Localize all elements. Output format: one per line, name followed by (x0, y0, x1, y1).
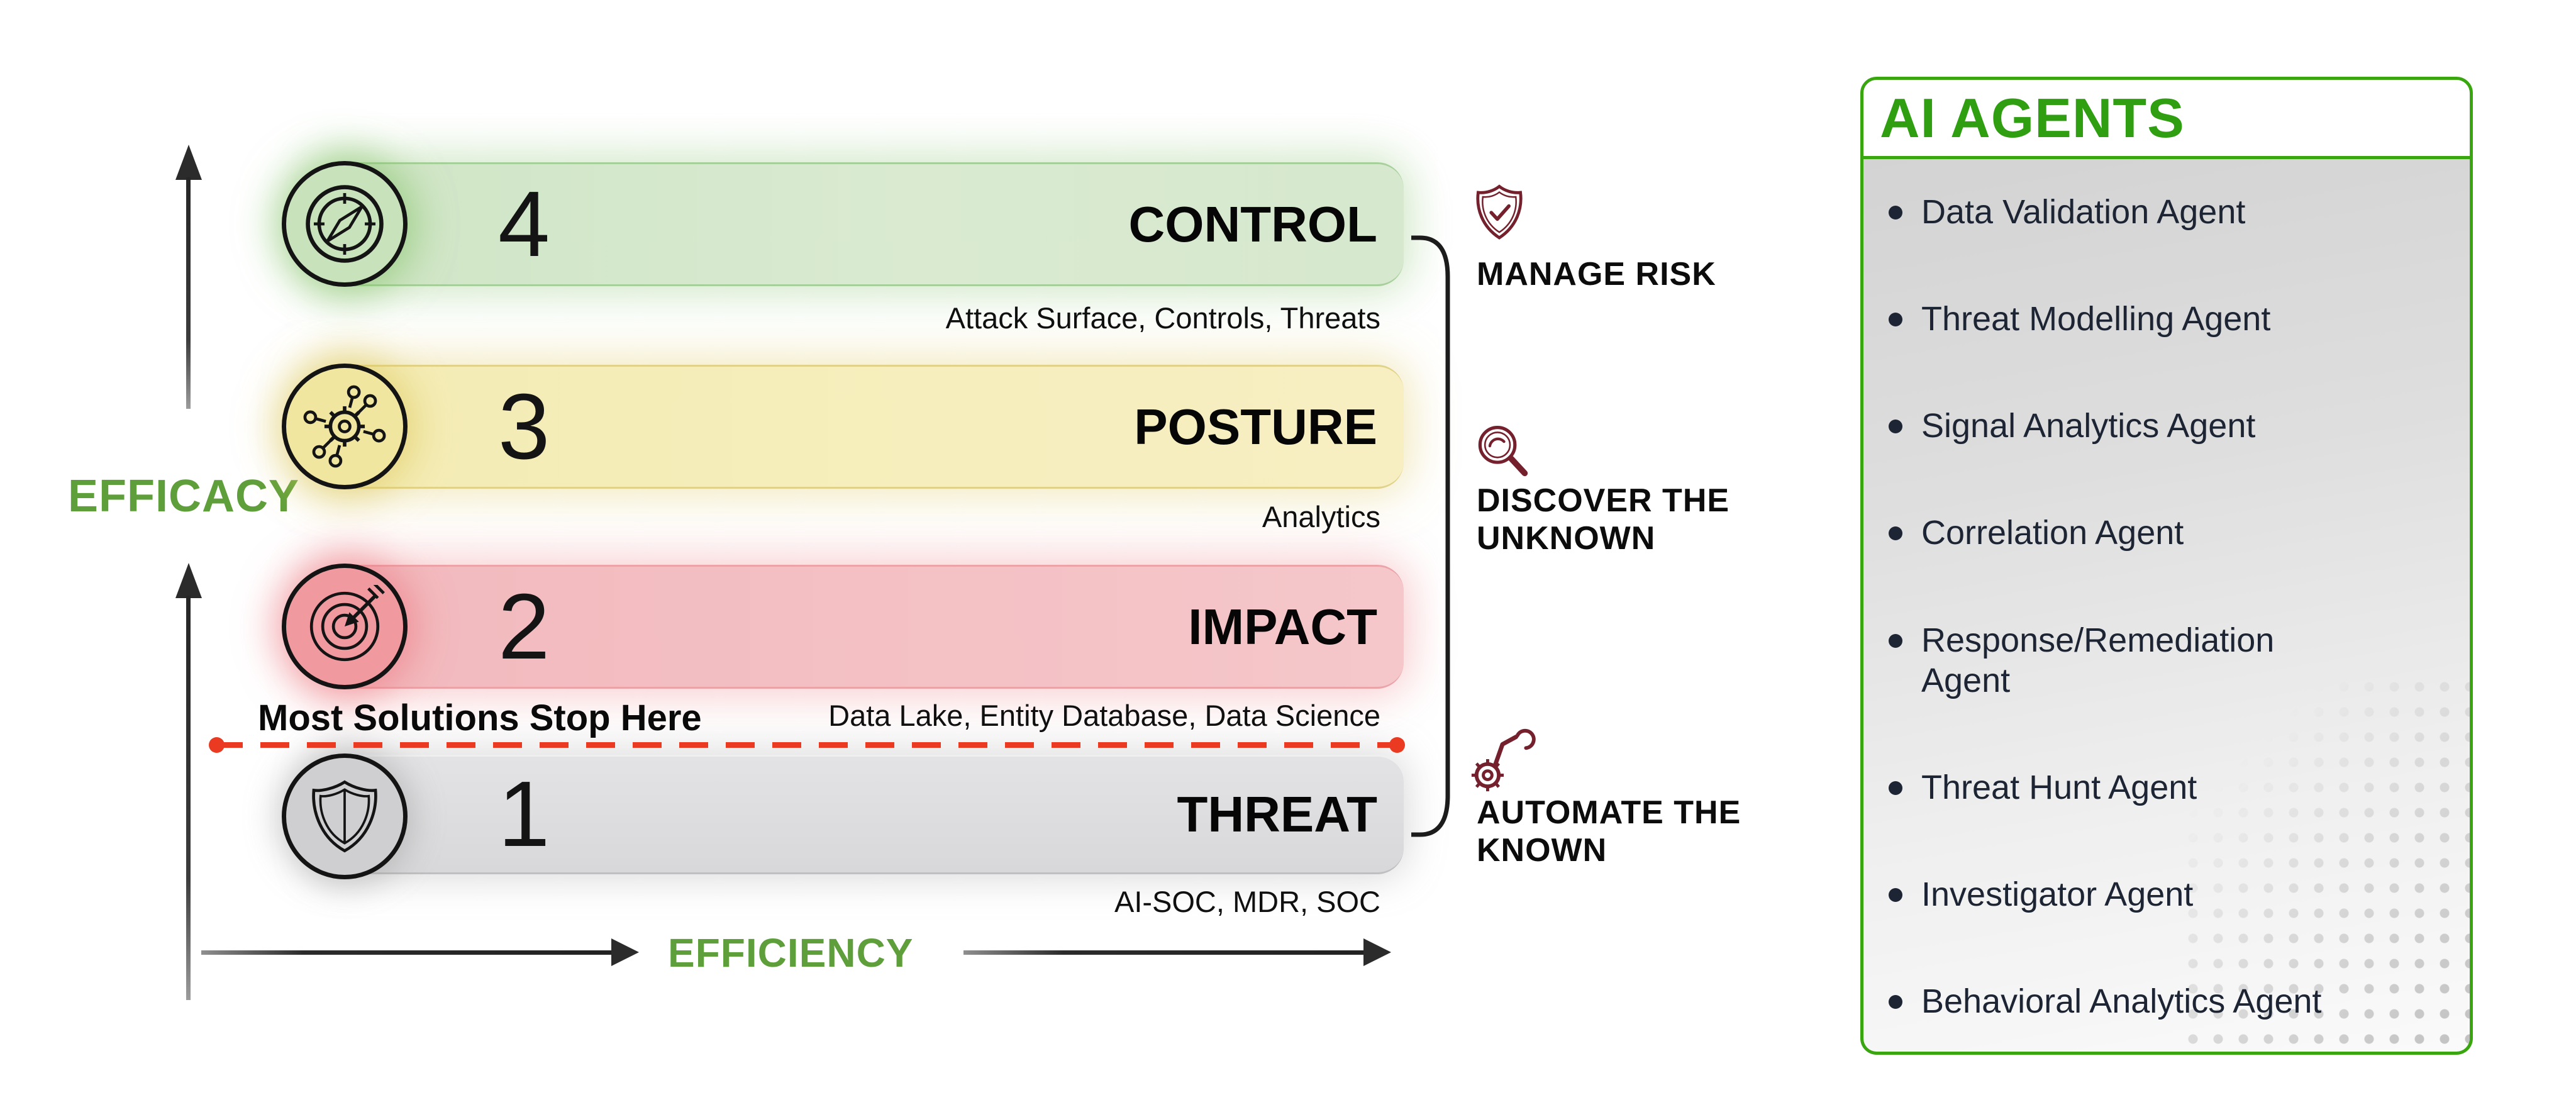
outcome-label-manage-risk: MANAGE RISK (1477, 256, 1716, 292)
bullet-icon (1889, 887, 1902, 902)
bullet-icon (1889, 313, 1902, 327)
agent-name: Investigator Agent (1921, 875, 2194, 913)
right-arrow-shaft (201, 950, 611, 955)
shield-check-icon (1476, 184, 1523, 240)
level-sublabel: AI-SOC, MDR, SOC (1114, 885, 1380, 918)
outcome-label-automate-known: AUTOMATE THE KNOWN (1477, 794, 1741, 869)
agent-name: Correlation Agent (1921, 514, 2184, 552)
network-gear-icon (282, 364, 408, 489)
up-arrow-icon (175, 145, 202, 180)
agent-list-item: Investigator Agent (1886, 874, 2432, 915)
ai-agents-title: AI AGENTS (1880, 86, 2185, 149)
up-arrow-shaft (186, 177, 191, 409)
agent-name: Response/Remediation Agent (1921, 621, 2275, 699)
level-bar-posture: 3 POSTURE (314, 365, 1404, 489)
stop-here-note: Most Solutions Stop Here (258, 698, 702, 738)
level-label: CONTROL (1128, 196, 1377, 252)
compass-icon (282, 161, 408, 287)
agent-list-item: Response/Remediation Agent (1886, 620, 2432, 701)
bullet-icon (1889, 526, 1902, 541)
ai-agents-panel-header: AI AGENTS (1860, 77, 2473, 159)
level-label: POSTURE (1134, 398, 1377, 455)
level-bar-control: 4 CONTROL (314, 162, 1404, 286)
level-bar-impact: 2 IMPACT (314, 565, 1404, 689)
agent-name: Signal Analytics Agent (1921, 407, 2256, 445)
efficacy-axis-label: EFFICACY (68, 471, 299, 521)
bracket-connector (1411, 235, 1450, 837)
level-number: 3 (498, 374, 550, 479)
agent-list-item: Threat Hunt Agent (1886, 767, 2432, 808)
efficiency-axis-label: EFFICIENCY (668, 930, 914, 976)
level-label: THREAT (1177, 786, 1377, 842)
shield-icon (282, 753, 408, 879)
bullet-icon (1889, 633, 1902, 648)
agent-list-item: Threat Modelling Agent (1886, 299, 2432, 339)
level-number: 4 (498, 172, 550, 276)
level-sublabel: Analytics (1262, 500, 1380, 533)
magnifier-icon (1478, 426, 1528, 477)
right-arrow-icon (1363, 938, 1391, 966)
level-label: IMPACT (1188, 598, 1377, 655)
halftone-dots-decoration (2180, 674, 2470, 1052)
level-number: 2 (498, 574, 550, 679)
up-arrow-icon (175, 563, 202, 598)
bullet-icon (1889, 781, 1902, 795)
right-arrow-icon (611, 938, 639, 966)
agent-list-item: Signal Analytics Agent (1886, 406, 2432, 446)
target-arrow-icon (282, 564, 408, 689)
outcome-label-discover-unknown: DISCOVER THE UNKNOWN (1477, 482, 1730, 557)
robot-arm-gear-icon (1471, 728, 1536, 792)
level-sublabel: Data Lake, Entity Database, Data Science (828, 699, 1380, 732)
agent-list-item: Behavioral Analytics Agent (1886, 981, 2432, 1021)
agent-name: Behavioral Analytics Agent (1921, 982, 2322, 1020)
agent-list-item: Data Validation Agent (1886, 192, 2432, 232)
agent-name: Threat Hunt Agent (1921, 768, 2197, 806)
level-sublabel: Attack Surface, Controls, Threats (945, 301, 1380, 335)
agent-name: Data Validation Agent (1921, 193, 2246, 231)
bullet-icon (1889, 420, 1902, 434)
level-number: 1 (498, 762, 550, 866)
stop-here-dashed-line (209, 737, 1405, 753)
agent-list-item: Correlation Agent (1886, 513, 2432, 553)
bullet-icon (1889, 206, 1902, 220)
bullet-icon (1889, 994, 1902, 1009)
up-arrow-shaft (186, 596, 191, 1000)
agent-name: Threat Modelling Agent (1921, 300, 2271, 338)
level-bar-threat: 1 THREAT (314, 755, 1404, 874)
right-arrow-shaft (963, 950, 1363, 955)
